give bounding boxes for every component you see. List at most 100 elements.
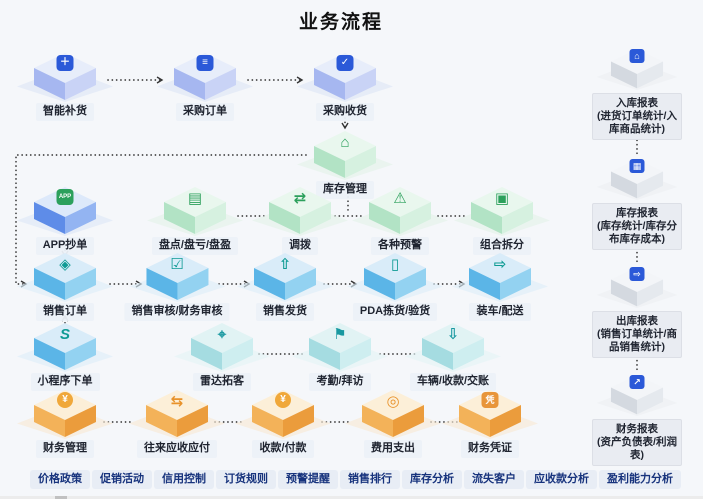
node-label: 销售审核/财务审核	[124, 303, 230, 321]
node-label: PDA拣货/验货	[352, 303, 438, 321]
node-radar-prospecting: ⌖雷达拓客	[170, 322, 274, 391]
report-subtitle: (库存统计/库存分布库存成本)	[597, 220, 677, 246]
node-receipt-payment: ¥收款/付款	[231, 389, 335, 458]
report-subtitle: (资产负债表/利润表)	[597, 436, 677, 462]
isometric-box	[596, 158, 678, 200]
isometric-box	[596, 48, 678, 90]
feature-chip-7[interactable]: 库存分析	[402, 470, 462, 490]
isometric-box	[345, 390, 441, 439]
node-label: 财务凭证	[461, 440, 519, 458]
node-transfer: ⇄调拨	[248, 186, 352, 255]
node-label: 往来应收应付	[137, 440, 217, 458]
node-outbound-report: ⇨出库报表(销售订单统计/商品销售统计)	[592, 266, 682, 359]
node-label: 组合拆分	[473, 237, 531, 255]
report-title: 库存报表	[616, 207, 658, 219]
isometric-box	[596, 266, 678, 308]
isometric-box	[129, 253, 225, 302]
node-label: 销售订单	[36, 303, 94, 321]
report-title: 财务报表	[616, 423, 658, 435]
node-label: 财务管理	[36, 440, 94, 458]
isometric-box	[17, 323, 113, 372]
feature-chip-10[interactable]: 盈利能力分析	[599, 470, 681, 490]
report-title: 入库报表	[616, 97, 658, 109]
node-sales-shipping: ⇧销售发货	[233, 252, 337, 321]
isometric-box	[17, 253, 113, 302]
node-label: 销售发货	[256, 303, 314, 321]
horizontal-scrollbar[interactable]	[0, 496, 703, 499]
scrollbar-thumb[interactable]	[55, 496, 67, 499]
node-expense-spending: ◎费用支出	[341, 389, 445, 458]
node-truck-delivery: ⇨装车/配送	[448, 252, 552, 321]
node-combine-split: ▣组合拆分	[450, 186, 554, 255]
isometric-box	[252, 187, 348, 236]
isometric-box	[347, 253, 443, 302]
report-title: 出库报表	[616, 315, 658, 327]
node-purchase-order: ≡采购订单	[153, 52, 257, 121]
feature-chip-1[interactable]: 价格政策	[30, 470, 90, 490]
isometric-box	[452, 253, 548, 302]
isometric-box	[174, 323, 270, 372]
page-title: 业务流程	[298, 12, 384, 33]
node-inventory-management: ⌂库存管理	[293, 130, 397, 199]
node-pda-picking: ▯PDA拣货/验货	[343, 252, 447, 321]
isometric-box	[292, 323, 388, 372]
node-finance-voucher: 凭财务凭证	[438, 389, 542, 458]
node-finance-management: ¥财务管理	[13, 389, 117, 458]
feature-chip-8[interactable]: 流失客户	[464, 470, 524, 490]
report-subtitle: (进货订单统计/入库商品统计)	[597, 110, 677, 136]
isometric-box	[17, 53, 113, 102]
feature-chip-5[interactable]: 预警提醒	[278, 470, 338, 490]
isometric-box	[237, 253, 333, 302]
node-attendance-visits: ⚑考勤/拜访	[288, 322, 392, 391]
feature-chip-bar: 价格政策促销活动信用控制订货规则预警提醒销售排行库存分析流失客户应收款分析盈利能…	[30, 470, 681, 490]
node-label: 出库报表(销售订单统计/商品销售统计)	[592, 311, 682, 359]
feature-chip-6[interactable]: 销售排行	[340, 470, 400, 490]
node-label: 考勤/拜访	[309, 373, 371, 391]
isometric-box	[596, 374, 678, 416]
node-label: 调拨	[282, 237, 318, 255]
isometric-box	[352, 187, 448, 236]
node-smart-replenishment: ＋智能补货	[13, 52, 117, 121]
isometric-box	[297, 131, 393, 180]
feature-chip-3[interactable]: 信用控制	[154, 470, 214, 490]
node-alerts: ⚠各种预警	[348, 186, 452, 255]
isometric-box	[147, 187, 243, 236]
node-label: 装车/配送	[469, 303, 531, 321]
node-stocktaking: ▤盘点/盘亏/盘盈	[143, 186, 247, 255]
node-label: 收款/付款	[252, 440, 314, 458]
node-label: 采购收货	[316, 103, 374, 121]
node-receivables-payables: ⇆往来应收应付	[125, 389, 229, 458]
feature-chip-2[interactable]: 促销活动	[92, 470, 152, 490]
report-subtitle: (销售订单统计/商品销售统计)	[597, 328, 677, 354]
node-label: 入库报表(进货订单统计/入库商品统计)	[592, 93, 682, 141]
node-vehicle-collection: ⇩车辆/收款/交账	[401, 322, 505, 391]
node-purchase-receiving: ✓采购收货	[293, 52, 397, 121]
node-label: 库存报表(库存统计/库存分布库存成本)	[592, 203, 682, 251]
node-label: 车辆/收款/交账	[409, 373, 497, 391]
isometric-box	[297, 53, 393, 102]
isometric-box	[454, 187, 550, 236]
isometric-box	[17, 187, 113, 236]
node-label: 库存管理	[316, 181, 374, 199]
node-inventory-report: ▦库存报表(库存统计/库存分布库存成本)	[592, 158, 682, 251]
isometric-box	[17, 390, 113, 439]
node-sales-audit: ☑销售审核/财务审核	[124, 252, 230, 321]
feature-chip-4[interactable]: 订货规则	[216, 470, 276, 490]
isometric-box	[129, 390, 225, 439]
isometric-box	[157, 53, 253, 102]
feature-chip-9[interactable]: 应收款分析	[526, 470, 597, 490]
node-finance-report: ↗财务报表(资产负债表/利润表)	[592, 374, 682, 467]
node-label: 采购订单	[176, 103, 234, 121]
node-sales-order: ◈销售订单	[13, 252, 117, 321]
node-label: 各种预警	[371, 237, 429, 255]
node-label: 盘点/盘亏/盘盈	[151, 237, 239, 255]
isometric-box	[235, 390, 331, 439]
node-label: 智能补货	[36, 103, 94, 121]
node-label: 雷达拓客	[193, 373, 251, 391]
node-label: 费用支出	[364, 440, 422, 458]
isometric-box	[442, 390, 538, 439]
node-label: 小程序下单	[30, 373, 100, 391]
